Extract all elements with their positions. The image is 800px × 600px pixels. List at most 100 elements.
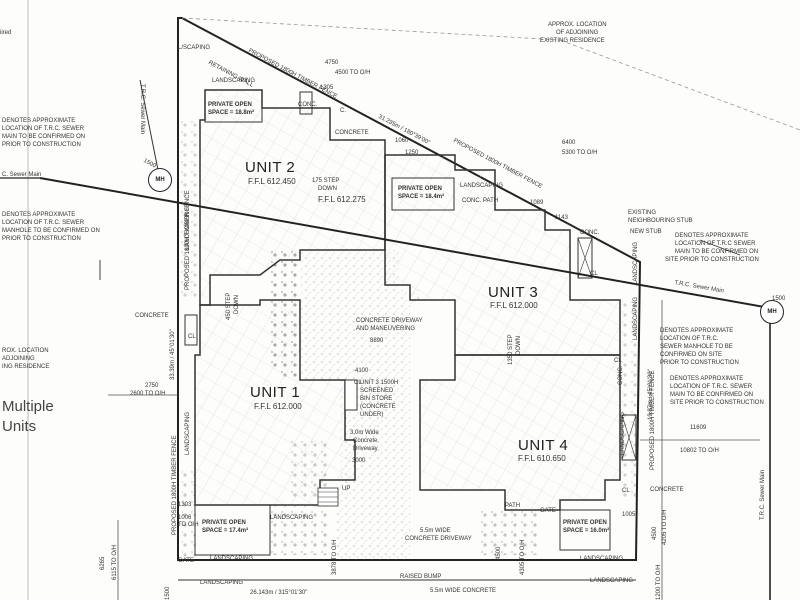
lscaping-label: L/SCAPING xyxy=(178,45,211,51)
sewer-main-left-label: C. Sewer Main xyxy=(2,172,42,178)
driveway-area xyxy=(300,250,420,560)
bin-4: (CONCRETE xyxy=(360,404,396,410)
landscaping-left-1: LANDSCAPING xyxy=(185,206,191,250)
wide3-1: 3.0m Wide xyxy=(350,430,379,436)
manhole-right: MH xyxy=(760,300,784,324)
unit-3-ffl: F.F.L 612.000 xyxy=(490,301,538,310)
mh-right-2: LOCATION OF T.R.C. xyxy=(660,336,719,342)
left-adj-3: ING RESIDENCE xyxy=(2,364,50,370)
trc-sewer-left-label: T.R.C. Sewer Main xyxy=(139,84,145,135)
concrete-label-top: CONCRETE xyxy=(335,130,369,136)
unit-4-pos-2: SPACE = 16.0m² xyxy=(563,528,610,534)
mh-right-1: DENOTES APPROXIMATE xyxy=(660,328,734,334)
step-1350-a: 1350 STEP xyxy=(508,334,514,365)
cl-right-mid: CL xyxy=(614,358,622,364)
unit-2-pos xyxy=(204,89,263,123)
stub-existing: EXISTING xyxy=(628,210,657,216)
unit-1-name: UNIT 1 xyxy=(250,384,301,401)
dim-4100-top: 4100 xyxy=(355,368,369,374)
dim-8890: 8890 xyxy=(370,338,384,344)
bin-1: UNIT 3 1500H xyxy=(360,380,399,386)
landscaping-label-8: LANDSCAPING xyxy=(580,556,624,562)
bin-2: SCREENED xyxy=(360,388,394,394)
unit-4-pos xyxy=(559,509,611,551)
bottom-bearing: 26.143m / 315°01'30" xyxy=(250,590,308,596)
unit-1-pos-2: SPACE = 17.4m² xyxy=(202,528,249,534)
wide3-2: Concrete xyxy=(353,438,378,444)
unit-4-footprint xyxy=(419,354,621,511)
caption-units: Units xyxy=(2,418,37,435)
step-175-b: DOWN xyxy=(318,186,337,192)
sewer-left-2: LOCATION OF T.R.C. SEWER xyxy=(2,126,85,132)
dim-4500: 4500 TO O/H xyxy=(335,70,371,76)
sewer-left-1: DENOTES APPROXIMATE xyxy=(2,118,76,124)
concrete-label-left: CONCRETE xyxy=(135,313,169,319)
manhole-left: MH xyxy=(148,168,172,192)
adjoining-residence-label-2: OF ADJOINING xyxy=(556,30,599,36)
sewer-left2-2: LOCATION OF T.R.C. SEWER xyxy=(2,220,85,226)
unit-4-ffl: F.F.L 610.650 xyxy=(518,454,566,463)
dim-3878: 3878 TO O/H xyxy=(332,539,338,575)
dim-2750: 2750 xyxy=(145,383,159,389)
conc-label-1: CONC. xyxy=(298,102,318,108)
concrete-driveway-2: AND MANEUVERING xyxy=(356,326,416,332)
mh-right-4: CONFIRMED ON SITE xyxy=(660,352,723,358)
dim-3000: 3000 xyxy=(352,458,366,464)
dim-1006-oh: TO O/H xyxy=(178,522,199,528)
sewer-right-1: DENOTES APPROXIMATE xyxy=(675,233,749,239)
concrete-driveway-1: CONCRETE DRIVEWAY xyxy=(356,318,423,324)
unit-3-pos-1: PRIVATE OPEN xyxy=(398,186,442,192)
sewer-right2-1: DENOTES APPROXIMATE xyxy=(670,376,744,382)
landscaping-label-9: LANDSCAPING xyxy=(590,578,634,584)
wide55-1: 5.5m WIDE xyxy=(420,528,451,534)
step-450-a: 450 STEP xyxy=(226,292,232,320)
landscaping-label-7: LANDSCAPING xyxy=(200,580,244,586)
dim-1005: 1005 xyxy=(622,512,636,518)
bearing-left-label: 33.39m / 45°01'30" xyxy=(170,329,176,380)
unit-3-name: UNIT 3 xyxy=(488,284,539,301)
sewer-right2-3: MAIN TO BE CONFIRMED ON xyxy=(670,392,754,398)
stub-new: NEW STUB xyxy=(630,229,662,235)
conc-right: CONC. xyxy=(618,365,624,385)
wide55-bottom: 5.5m WIDE CONCRETE xyxy=(430,588,497,594)
sewer-left2-1: DENOTES APPROXIMATE xyxy=(2,212,76,218)
dim-4205: 4205 TO O/H xyxy=(662,509,668,545)
sewer-right2-4: SITE PRIOR TO CONSTRUCTION xyxy=(670,400,764,406)
bin-5: UNDER) xyxy=(360,412,384,418)
dim-1500: 1500 xyxy=(165,586,171,600)
sewer-right-2: LOCATION OF T.R.C SEWER xyxy=(675,241,756,247)
wide3-3: Driveway xyxy=(353,446,378,452)
cl-right-label: CL xyxy=(622,488,630,494)
path-label: PATH xyxy=(505,503,521,509)
dim-4500-b: 4500 xyxy=(496,546,502,560)
gate-label-left: GATE xyxy=(178,558,194,564)
unit-2-pos-1: PRIVATE OPEN xyxy=(208,102,252,108)
unit-4-pos-1: PRIVATE OPEN xyxy=(563,520,607,526)
landscaping-right-2: LANDSCAPING xyxy=(620,411,626,455)
sewer-left-4: PRIOR TO CONSTRUCTION xyxy=(2,142,81,148)
dim-10802: 10802 TO O/H xyxy=(680,448,719,454)
mh-1500-right: 1500 xyxy=(772,296,786,302)
dim-1006: 1006 xyxy=(178,515,192,521)
corner-note: iired xyxy=(0,30,12,36)
sewer-right-3: MAIN TO BE CONFIRMED ON xyxy=(675,249,759,255)
dim-4500-right: 4500 xyxy=(652,526,658,540)
landscaping-right-1: LANDSCAPING xyxy=(633,296,639,340)
unit-3-footprint xyxy=(384,154,621,356)
wide55-2: CONCRETE DRIVEWAY xyxy=(405,536,472,542)
dim-4305: 4305 TO O/H xyxy=(520,539,526,575)
dim-1303: 1303 xyxy=(178,502,192,508)
sewer-left2-3: MANHOLE TO BE CONFIRMED ON xyxy=(2,228,100,234)
landscaping-right-3: LANDSCAPING xyxy=(633,241,639,285)
caption-multiple: Multiple xyxy=(2,398,54,415)
raised-bump: RAISED BUMP xyxy=(400,574,442,580)
unit-2-ffl: F.F.L 612.450 xyxy=(248,177,296,186)
ffl-mid-label: F.F.L 612.275 xyxy=(318,195,366,204)
step-1350-b: DOWN xyxy=(516,336,522,355)
mh-right-3: SEWER MANHOLE TO BE xyxy=(660,344,733,350)
gate-label-right: GATE xyxy=(540,508,556,514)
up-label: UP xyxy=(342,486,351,492)
bin-3: BIN STORE xyxy=(360,396,393,402)
concrete-right-label: CONCRETE xyxy=(650,487,684,493)
